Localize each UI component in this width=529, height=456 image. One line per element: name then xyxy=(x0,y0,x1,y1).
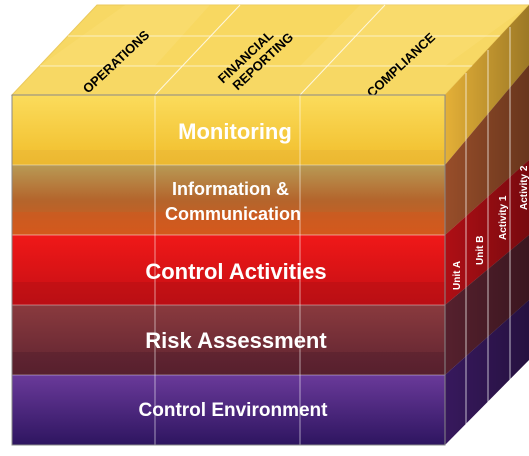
side-face xyxy=(445,5,529,445)
layer-control-activities xyxy=(12,235,445,305)
label-information-communication: Information & Communication xyxy=(165,179,301,224)
layer-control-environment xyxy=(12,375,445,445)
label-risk-assessment: Risk Assessment xyxy=(145,328,327,353)
layer-information-communication xyxy=(12,165,445,235)
unit-label-activity-2: Activity 2 xyxy=(519,165,529,210)
unit-labels: Unit A Unit B Activity 1 Activity 2 xyxy=(452,165,529,290)
front-face xyxy=(11,94,446,446)
unit-label-b: Unit B xyxy=(475,236,486,265)
component-labels: Monitoring Information & Communication C… xyxy=(139,119,329,421)
layer-monitoring xyxy=(12,95,445,165)
label-control-activities: Control Activities xyxy=(145,259,326,284)
layer-risk-assessment xyxy=(12,305,445,375)
unit-label-a: Unit A xyxy=(452,261,463,290)
unit-label-activity-1: Activity 1 xyxy=(498,195,509,240)
top-face xyxy=(10,4,529,96)
label-monitoring: Monitoring xyxy=(178,119,292,144)
label-control-environment: Control Environment xyxy=(139,400,329,421)
